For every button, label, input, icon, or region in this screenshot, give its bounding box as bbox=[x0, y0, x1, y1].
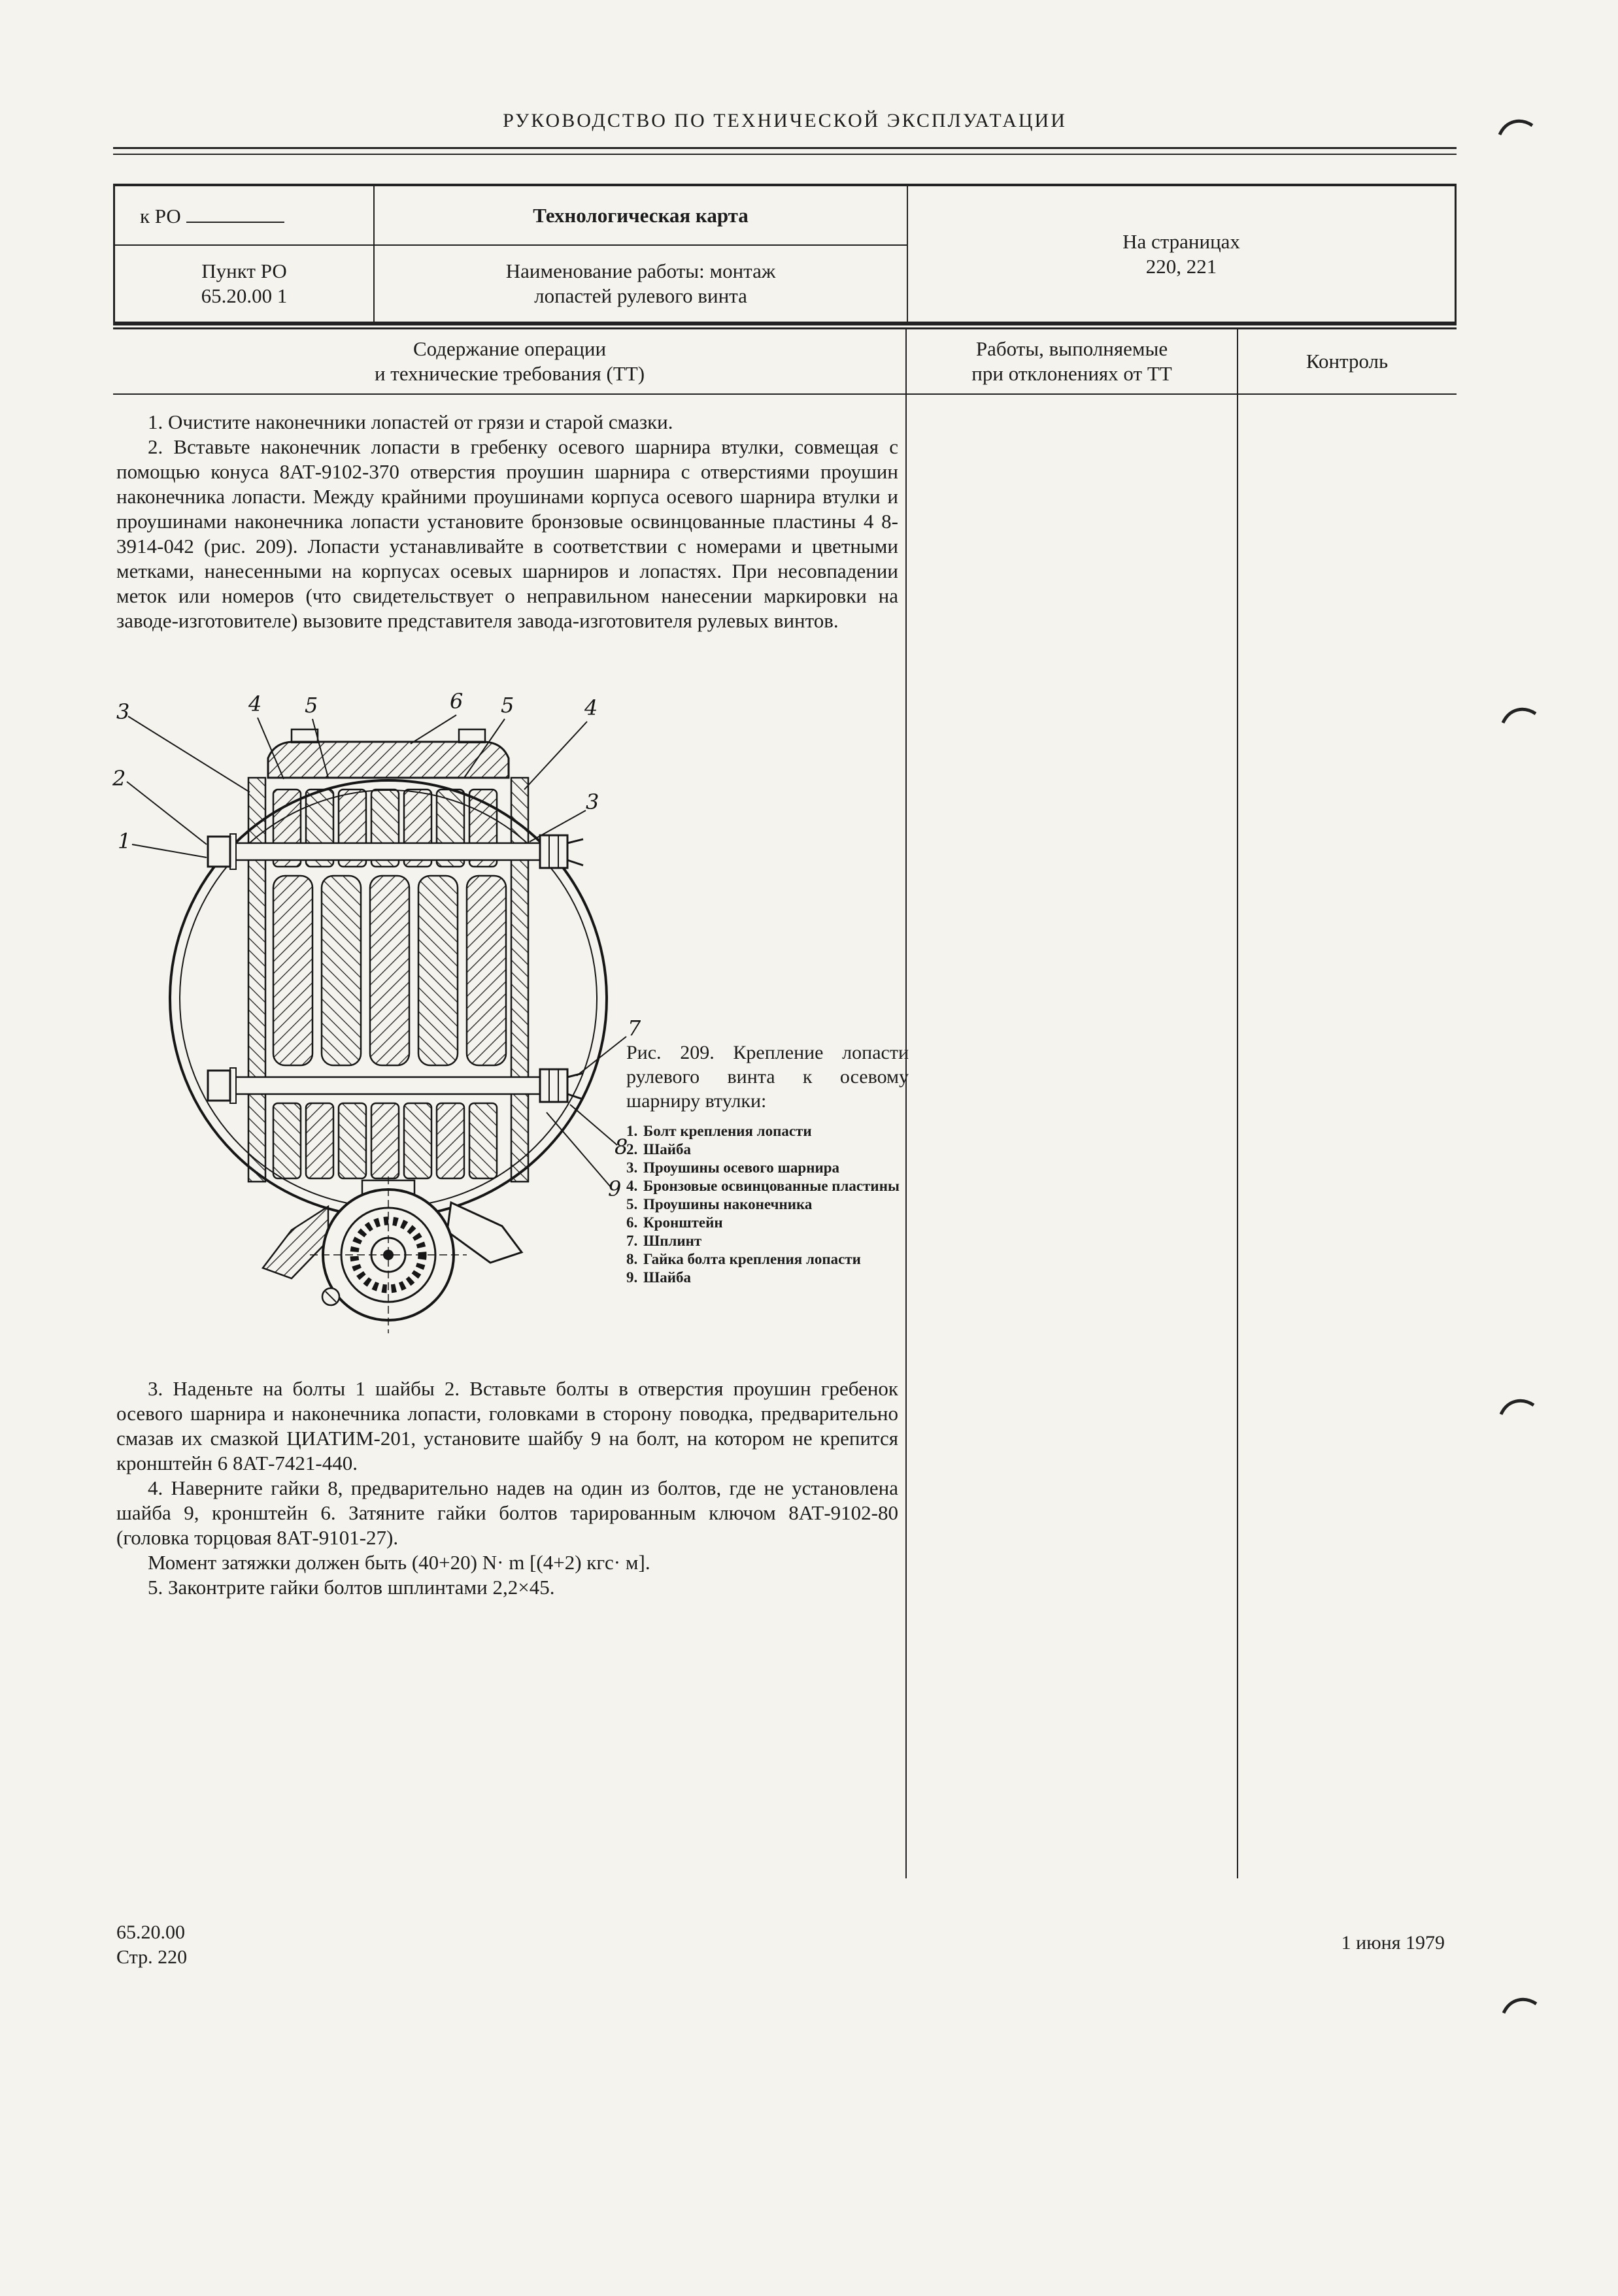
legend-number: 1. bbox=[626, 1123, 638, 1139]
callout-1-left: 1 bbox=[118, 829, 131, 854]
step-5: 5. Законтрите гайки болтов шплинтами 2,2… bbox=[148, 1576, 555, 1599]
legend-item-2: 2. Шайба bbox=[626, 1140, 909, 1159]
legend-text: Проушины наконечника bbox=[643, 1196, 813, 1212]
legend-text: Бронзовые освинцованные пластины bbox=[643, 1178, 900, 1194]
legend-number: 2. bbox=[626, 1141, 638, 1157]
footer-doc-code: 65.20.00 bbox=[116, 1922, 185, 1943]
callout-leaders bbox=[126, 714, 627, 1188]
legend-item-9: 9. Шайба bbox=[626, 1269, 909, 1287]
scan-artifact bbox=[1499, 1399, 1535, 1416]
blade-bolt-upper bbox=[207, 833, 584, 870]
work-title-line2: лопастей рулевого винта bbox=[534, 284, 747, 307]
deviations-header-line1: Работы, выполняемые bbox=[975, 337, 1168, 360]
legend-text: Гайка болта крепления лопасти bbox=[643, 1251, 861, 1267]
punkt-value: 65.20.00 1 bbox=[201, 284, 288, 307]
step-3: 3. Наденьте на болты 1 шайбы 2. Вставьте… bbox=[116, 1377, 898, 1474]
footer-page-number: Стр. 220 bbox=[116, 1946, 188, 1968]
document-title: РУКОВОДСТВО ПО ТЕХНИЧЕСКОЙ ЭКСПЛУАТАЦИИ bbox=[503, 110, 1067, 131]
operations-text-top: 1. Очистите наконечники лопастей от гряз… bbox=[116, 410, 898, 633]
callout-numbers: 3 4 5 6 5 4 2 1 3 7 8 9 bbox=[112, 689, 641, 1201]
blade-bolt-lower bbox=[207, 1067, 584, 1104]
callout-9-right: 9 bbox=[608, 1176, 621, 1201]
figure-legend: 1. Болт крепления лопасти 2. Шайба 3. Проуш… bbox=[626, 1122, 909, 1287]
card-header-table: к РО Пункт РО 65.20.00 1 Технологическая… bbox=[113, 184, 1457, 324]
legend-number: 7. bbox=[626, 1233, 638, 1249]
step-2: 2. Вставьте наконечник лопасти в гребенк… bbox=[116, 435, 898, 632]
legend-item-8: 8. Гайка болта крепления лопасти bbox=[626, 1250, 909, 1269]
legend-number: 3. bbox=[626, 1159, 638, 1176]
work-title-line1: Наименование работы: монтаж bbox=[505, 259, 776, 282]
splined-hub bbox=[261, 1176, 524, 1333]
step-4: 4. Наверните гайки 8, предварительно над… bbox=[116, 1476, 898, 1549]
deviations-header-line2: при отклонениях от ТТ bbox=[971, 362, 1172, 385]
control-header: Контроль bbox=[1306, 350, 1389, 373]
callout-4-top-right: 4 bbox=[584, 695, 598, 720]
column-divider-2 bbox=[1237, 329, 1238, 1878]
footer-left: 65.20.00 Стр. 220 bbox=[116, 1920, 187, 1970]
legend-item-5: 5. Проушины наконечника bbox=[626, 1195, 909, 1214]
pages-value: 220, 221 bbox=[1145, 254, 1217, 278]
footer-date: 1 июня 1979 bbox=[1341, 1932, 1445, 1954]
operations-header-line1: Содержание операции bbox=[413, 337, 607, 360]
bracket-cap bbox=[267, 728, 510, 779]
legend-number: 8. bbox=[626, 1251, 638, 1267]
card-title-row: Технологическая карта bbox=[375, 186, 907, 246]
legend-text: Кронштейн bbox=[643, 1214, 723, 1231]
pages-label: На страницах bbox=[1122, 229, 1240, 253]
legend-text: Шайба bbox=[643, 1141, 692, 1157]
callout-7-right: 7 bbox=[628, 1016, 641, 1040]
legend-text: Шплинт bbox=[643, 1233, 702, 1249]
operations-header-line2: и технические требования (ТТ) bbox=[374, 362, 645, 385]
operations-text-bottom: 3. Наденьте на болты 1 шайбы 2. Вставьте… bbox=[116, 1376, 898, 1600]
legend-item-1: 1. Болт крепления лопасти bbox=[626, 1122, 909, 1140]
legend-text: Проушины осевого шарнира bbox=[643, 1159, 840, 1176]
column-header-control: Контроль bbox=[1238, 329, 1457, 393]
callout-5-top-right: 5 bbox=[501, 693, 514, 718]
figure-caption: Рис. 209. Крепление лопасти рулевого вин… bbox=[626, 1042, 909, 1112]
table-column-headers: Содержание операции и технические требов… bbox=[113, 329, 1457, 395]
scan-artifact bbox=[1502, 1997, 1538, 2014]
step-4-note: Момент затяжки должен быть (40+20) N· m … bbox=[148, 1551, 650, 1574]
punkt-row: Пункт РО 65.20.00 1 bbox=[115, 246, 373, 322]
card-title: Технологическая карта bbox=[533, 203, 749, 227]
figure-drawing: 3 4 5 6 5 4 2 1 3 7 8 9 bbox=[112, 689, 641, 1333]
legend-number: 5. bbox=[626, 1196, 638, 1212]
column-divider-1 bbox=[905, 329, 907, 1878]
callout-5-top: 5 bbox=[305, 693, 318, 718]
cell-k-ro: к РО Пункт РО 65.20.00 1 bbox=[115, 186, 375, 322]
callout-6-top: 6 bbox=[450, 689, 463, 714]
cell-card-title: Технологическая карта Наименование работ… bbox=[375, 186, 908, 322]
callout-8-right: 8 bbox=[615, 1135, 628, 1159]
comb-teeth-middle bbox=[272, 874, 507, 1067]
column-header-deviations: Работы, выполняемые при отклонениях от Т… bbox=[906, 329, 1238, 393]
legend-item-4: 4. Бронзовые освинцованные пластины bbox=[626, 1177, 909, 1195]
legend-text: Болт крепления лопасти bbox=[643, 1123, 812, 1139]
callout-3-top-left: 3 bbox=[116, 699, 129, 724]
legend-number: 6. bbox=[626, 1214, 638, 1231]
legend-item-7: 7. Шплинт bbox=[626, 1232, 909, 1250]
header-rule bbox=[113, 147, 1457, 155]
k-ro-blank-line bbox=[186, 202, 284, 223]
scan-artifact bbox=[1498, 119, 1534, 136]
k-ro-label: к РО bbox=[140, 205, 181, 227]
punkt-label: Пункт РО bbox=[201, 259, 287, 282]
cell-pages: На страницах 220, 221 bbox=[908, 186, 1455, 322]
callout-3-right: 3 bbox=[586, 790, 599, 814]
column-header-operations: Содержание операции и технические требов… bbox=[113, 329, 906, 393]
legend-item-3: 3. Проушины осевого шарнира bbox=[626, 1159, 909, 1177]
comb-teeth-bottom bbox=[272, 1102, 498, 1180]
legend-item-6: 6. Кронштейн bbox=[626, 1214, 909, 1232]
k-ro-row: к РО bbox=[115, 186, 373, 246]
card-table-bottom-rule bbox=[113, 324, 1457, 329]
scan-artifact bbox=[1501, 707, 1537, 724]
legend-number: 9. bbox=[626, 1269, 638, 1286]
figure-209: 3 4 5 6 5 4 2 1 3 7 8 9 bbox=[98, 680, 641, 1379]
callout-2-left: 2 bbox=[112, 766, 126, 791]
callout-4-top: 4 bbox=[248, 691, 261, 716]
figure-caption-block: Рис. 209. Крепление лопасти рулевого вин… bbox=[626, 1040, 909, 1287]
legend-number: 4. bbox=[626, 1178, 638, 1194]
step-1: 1. Очистите наконечники лопастей от гряз… bbox=[148, 410, 673, 433]
legend-text: Шайба bbox=[643, 1269, 692, 1286]
work-title-row: Наименование работы: монтаж лопастей рул… bbox=[375, 246, 907, 322]
